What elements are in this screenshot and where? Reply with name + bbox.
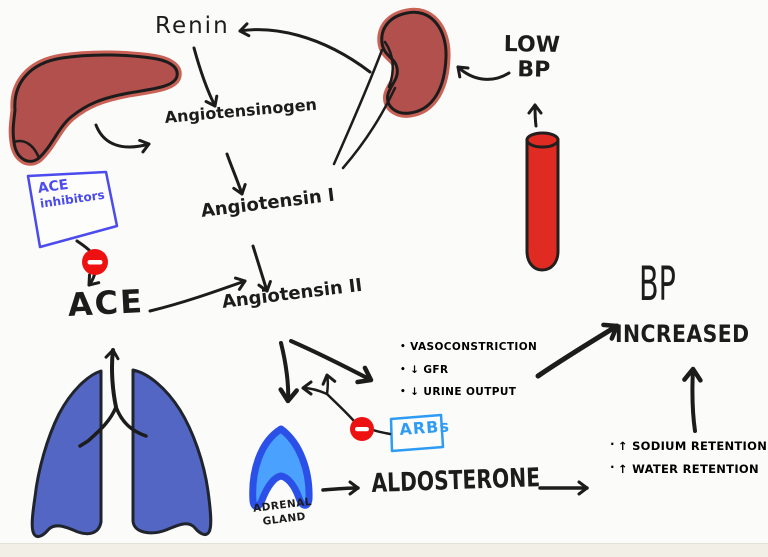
arb-line-to-box (371, 428, 392, 436)
arrow-angiotensin2-to-adrenal (278, 341, 299, 404)
inhibition-minus-icon-arb (350, 417, 374, 441)
arbs-box (389, 413, 445, 453)
effect-item: VASOCONSTRICTION (400, 341, 537, 364)
arrow-angiotensinogen-to-angiotensin1 (225, 152, 247, 196)
angiotensin2-effects-list: VASOCONSTRICTION ↓ GFR ↓ URINE OUTPUT (400, 341, 537, 409)
ureter-line (332, 48, 384, 166)
arrow-vessel-to-lowbp (527, 103, 543, 128)
arrow-ace-to-pathway (148, 276, 247, 313)
arrow-lowbp-to-kidney (456, 65, 511, 81)
low-bp-line2: BP (517, 57, 551, 83)
arrow-angiotensin2-to-effects (289, 339, 374, 385)
bp-increased-line1: BP (639, 256, 676, 312)
bronchus-right (114, 405, 148, 438)
low-bp-label: LOW BP (503, 32, 561, 83)
arrow-retention-to-bp (682, 366, 703, 433)
renin-label: Renin (155, 13, 230, 39)
kidney-icon (332, 7, 451, 170)
arrow-liver-to-angiotensinogen (94, 123, 151, 154)
arb-block-arrow-left (301, 380, 329, 396)
canvas-bottom-strip (0, 543, 768, 557)
liver-icon (8, 50, 182, 166)
low-bp-line1: LOW (503, 32, 561, 58)
ace-label: ACE (66, 282, 145, 324)
retention-item: ↑ WATER RETENTION (610, 460, 767, 483)
ureter-line (341, 86, 397, 170)
arb-block-arrow-up (321, 373, 337, 396)
bp-increased-line2: INCREASED (615, 320, 750, 348)
bronchus-left (78, 405, 118, 448)
lungs-icon (30, 348, 213, 539)
arrow-angiotensin1-to-angiotensin2 (251, 244, 272, 293)
adrenal-gland-icon (249, 425, 313, 510)
arrow-adrenal-to-aldosterone (321, 480, 360, 496)
arb-block-line (325, 392, 356, 423)
arrow-kidney-to-renin (238, 22, 372, 74)
retention-item: ↑ SODIUM RETENTION (610, 437, 767, 460)
trachea-arrow-to-ace (104, 348, 120, 409)
blood-vessel-icon (525, 131, 560, 272)
retention-effects-list: ↑ SODIUM RETENTION ↑ WATER RETENTION (610, 437, 767, 483)
arbs-label: ARBs (398, 416, 451, 439)
effect-item: ↓ GFR (400, 364, 537, 387)
arrow-renin-to-angiotensinogen (192, 46, 219, 108)
aldosterone-label: ALDOSTERONE (370, 463, 541, 499)
ace-inhibitors-box (26, 170, 119, 249)
effect-item: ↓ URINE OUTPUT (400, 386, 537, 409)
inhibition-minus-icon-ace (82, 249, 108, 275)
arrow-effects-to-bp (535, 322, 620, 379)
